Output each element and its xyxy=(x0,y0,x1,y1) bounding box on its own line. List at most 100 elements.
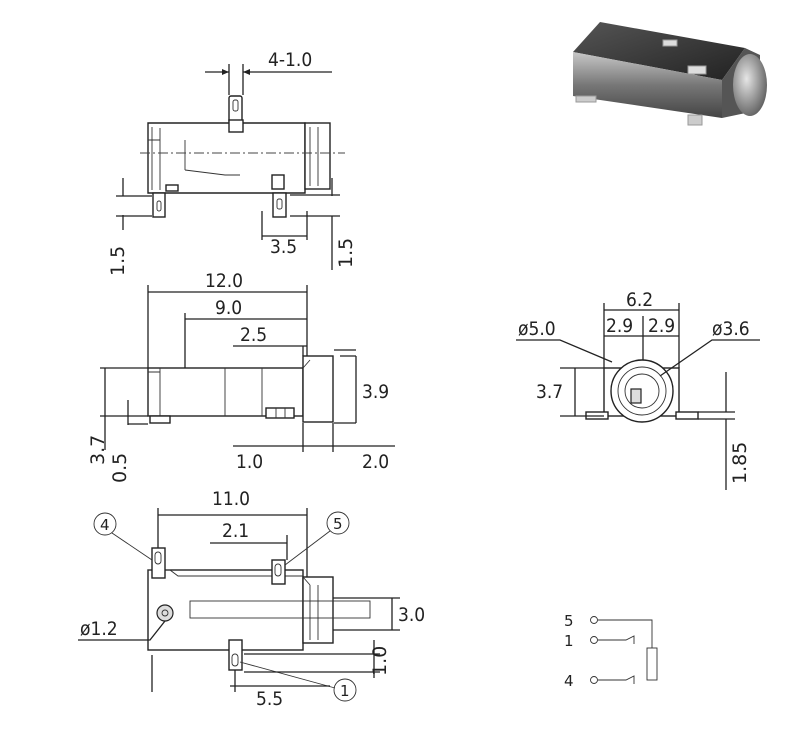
dim-bottom-side-lines xyxy=(233,423,395,452)
callout-5-leader xyxy=(284,530,331,566)
top-view-nose xyxy=(304,122,331,190)
dim-front-outer-dia: ø5.0 xyxy=(518,318,556,340)
front-view: 6.2 2.9 2.9 ø5.0 ø3.6 3.7 1.85 xyxy=(516,289,760,490)
schematic-plug xyxy=(646,647,658,681)
dim-55-lines xyxy=(151,655,330,692)
dim-side-height-right: 3.9 xyxy=(362,381,389,403)
schematic-terminal-4 xyxy=(590,676,598,684)
dim-9-lines xyxy=(184,313,307,368)
top-view-left-detail xyxy=(148,127,161,190)
dim-bottom-hole: ø1.2 xyxy=(80,618,118,640)
front-view-mid-ring xyxy=(617,366,667,416)
bottom-view-pin-4-hole xyxy=(154,551,162,565)
dim-21-lines xyxy=(210,535,288,560)
top-view-pin-left-hole xyxy=(156,200,162,212)
schematic-terminal-5 xyxy=(590,616,598,624)
callout-4-leader xyxy=(111,532,153,561)
dim-arrows xyxy=(222,69,250,75)
schematic-wires xyxy=(598,619,653,684)
dim-front-width: 6.2 xyxy=(626,289,653,311)
bottom-view-hole-inner xyxy=(161,609,169,617)
dim-side-inner: 9.0 xyxy=(215,297,242,319)
dim-top-right: 1.5 xyxy=(335,238,357,268)
leader-outer-dia xyxy=(516,339,613,363)
top-view-small-tab xyxy=(271,174,285,190)
dim-bottom-plug-height: 3.0 xyxy=(398,604,425,626)
callout-1-circle xyxy=(333,678,357,702)
dim-bottom-pitch: 2.1 xyxy=(222,520,249,542)
side-view-foot-left xyxy=(149,415,171,424)
bottom-view-details xyxy=(148,569,319,640)
top-view-pin-right-hole xyxy=(276,198,283,210)
dim-bottom-length: 11.0 xyxy=(212,488,250,510)
dim-front-half-left: 2.9 xyxy=(606,315,633,337)
top-view-inner-line xyxy=(184,140,240,176)
top-view-tab-base xyxy=(228,119,244,133)
schematic-terminal-1 xyxy=(590,636,598,644)
bottom-view: 11.0 2.1 4 5 1 ø1.2 5.5 1.0 3.0 xyxy=(78,488,425,710)
dim-bottom-pin-y: 1.0 xyxy=(369,646,391,676)
dim-side-front-left: 1.0 xyxy=(236,451,263,473)
top-view-nose-detail xyxy=(309,127,319,186)
product-render xyxy=(573,22,767,126)
dim-front-base-height: 1.85 xyxy=(729,442,751,484)
bottom-view-plug xyxy=(189,600,371,619)
top-view-pin-right xyxy=(272,192,287,218)
top-view-tab-slot xyxy=(232,99,239,112)
dim-pin-spacing-lines xyxy=(205,64,332,95)
side-view-foot-right xyxy=(265,407,295,419)
top-view-slot xyxy=(165,184,179,192)
callout-5-circle xyxy=(326,511,350,535)
dim-front-base-lines xyxy=(698,372,735,490)
dim-10-lines xyxy=(244,640,380,678)
dim-39-lines xyxy=(334,349,357,424)
dim-front-half-right: 2.9 xyxy=(648,315,675,337)
top-view: 4-1.0 1.5 3.5 1.5 xyxy=(107,49,357,276)
schematic-label-1: 1 xyxy=(564,632,574,650)
front-view-foot-right xyxy=(675,411,699,420)
front-view-inner-ring xyxy=(624,373,660,409)
render-pin-1 xyxy=(575,95,597,103)
side-view: 12.0 9.0 2.5 3.9 3.7 0.5 1.0 2.0 xyxy=(87,270,395,483)
bottom-view-hole xyxy=(156,604,174,622)
schematic-label-5: 5 xyxy=(564,612,574,630)
dim-25-lines xyxy=(233,345,307,356)
callout-1: 1 xyxy=(340,682,350,700)
side-view-foot-lines xyxy=(275,408,286,418)
render-tab-1 xyxy=(687,65,707,75)
dim-30-lines xyxy=(333,597,400,631)
bottom-view-pin-4 xyxy=(151,547,166,579)
render-pin-2 xyxy=(687,114,703,126)
callout-5: 5 xyxy=(333,515,343,533)
schematic-label-4: 4 xyxy=(564,672,574,690)
dim-side-offset: 2.5 xyxy=(240,324,267,346)
dim-side-front-right: 2.0 xyxy=(362,451,389,473)
bottom-view-pin-5-hole xyxy=(274,563,282,577)
dim-right-lines xyxy=(290,178,340,270)
schematic: 5 1 4 xyxy=(564,612,658,690)
callout-4: 4 xyxy=(100,516,110,534)
callout-1-leader xyxy=(239,661,336,689)
dim-pin-spacing: 4-1.0 xyxy=(268,49,312,71)
dim-side-base: 0.5 xyxy=(109,453,131,483)
dim-front-inner-dia: ø3.6 xyxy=(712,318,750,340)
dim-side-height-left: 3.7 xyxy=(87,435,109,465)
dim-front-width-lines xyxy=(603,303,680,368)
dim-front-height-lines xyxy=(560,367,604,417)
top-view-body xyxy=(147,122,306,194)
render-barrel xyxy=(733,54,767,116)
dim-12-lines xyxy=(147,285,308,368)
callout-4-circle xyxy=(93,512,117,536)
leader-inner-dia xyxy=(659,339,760,377)
dim-top-mid: 3.5 xyxy=(270,236,297,258)
dim-front-height: 3.7 xyxy=(536,381,563,403)
dim-left-lines xyxy=(116,178,152,230)
bottom-view-pin-1 xyxy=(228,639,243,671)
dim-11-lines xyxy=(157,508,308,577)
bottom-view-pin-1-hole xyxy=(231,653,239,667)
front-view-contact xyxy=(630,388,642,404)
render-tab-2 xyxy=(662,39,678,47)
front-view-outer-ring xyxy=(610,359,674,423)
